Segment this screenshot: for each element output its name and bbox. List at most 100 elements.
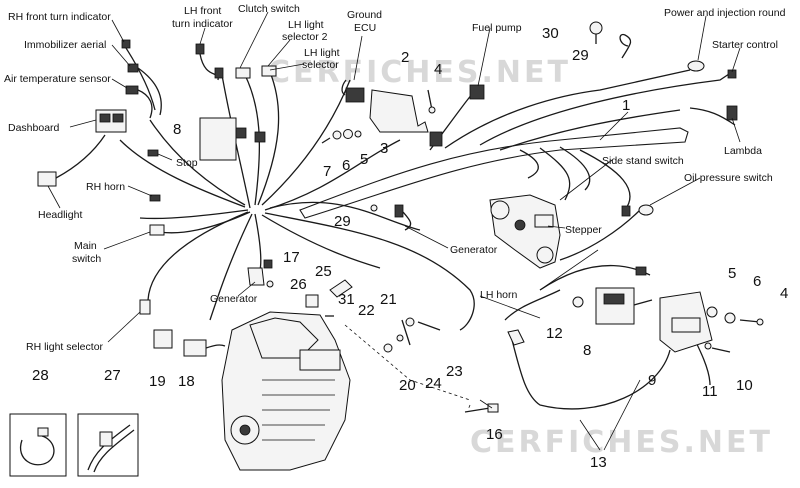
part-16-spark-plug xyxy=(464,403,499,413)
part-number-5-center: 5 xyxy=(360,151,368,168)
part-number-7: 7 xyxy=(323,163,331,180)
part-number-2: 2 xyxy=(401,49,409,66)
dashboard-unit xyxy=(95,109,127,133)
part-number-9: 9 xyxy=(648,372,656,389)
label-main-switch-line2: switch xyxy=(72,253,101,265)
parts-5-6-4-right-hardware xyxy=(706,306,764,326)
part-2-ecu-bracket xyxy=(369,89,429,133)
label-main-switch-line1: Main xyxy=(74,240,97,252)
label-stepper: Stepper xyxy=(565,224,602,236)
part-number-1: 1 xyxy=(622,97,630,114)
part-number-13: 13 xyxy=(590,454,607,471)
label-stop: Stop xyxy=(176,157,198,169)
part-number-29-upper: 29 xyxy=(572,47,589,64)
part-19-block xyxy=(153,329,173,349)
label-immobilizer-aerial: Immobilizer aerial xyxy=(24,39,106,51)
label-side-stand-switch: Side stand switch xyxy=(602,155,684,167)
rh-horn-connector xyxy=(149,194,161,202)
part-number-28: 28 xyxy=(32,367,49,384)
main-harness xyxy=(119,69,736,331)
label-lh-light-selector-line2: selector xyxy=(302,59,339,71)
label-air-temperature-sensor: Air temperature sensor xyxy=(4,73,111,85)
label-rh-front-turn-indicator: RH front turn indicator xyxy=(8,11,111,23)
label-headlight: Headlight xyxy=(38,209,82,221)
part-number-26: 26 xyxy=(290,276,307,293)
lh-front-turn-indicator-connector xyxy=(195,43,224,81)
label-lh-light-selector-2-line1: LH light xyxy=(288,19,324,31)
part-29-clip-mid xyxy=(370,204,378,212)
label-lh-front-turn-line2: turn indicator xyxy=(172,18,233,30)
part-number-25: 25 xyxy=(315,263,332,280)
rh-front-turn-indicator-connector xyxy=(121,39,156,111)
headlight-connector xyxy=(37,134,106,187)
label-oil-pressure-switch: Oil pressure switch xyxy=(684,172,773,184)
label-rh-horn: RH horn xyxy=(86,181,125,193)
label-ground-ecu-line1: Ground xyxy=(347,9,382,21)
part-number-22: 22 xyxy=(358,302,375,319)
part-4-screw-center xyxy=(427,89,436,114)
label-rh-light-selector: RH light selector xyxy=(26,341,104,353)
label-lh-light-selector-2-line2: selector 2 xyxy=(282,31,328,43)
power-injection-connector xyxy=(687,60,705,72)
part-number-5-right: 5 xyxy=(728,265,736,282)
part-number-29-mid: 29 xyxy=(334,213,351,230)
part-number-6-right: 6 xyxy=(753,273,761,290)
main-switch-connector xyxy=(149,224,165,236)
part-18-connector xyxy=(183,339,226,357)
lh-light-selector-2-connector xyxy=(261,65,277,77)
label-generator-mid: Generator xyxy=(450,244,498,256)
lambda-connector xyxy=(726,105,738,121)
part-7-bolt-center xyxy=(321,137,331,144)
ground-ecu-connector xyxy=(341,79,365,103)
watermark-bottom: CERFICHES.NET xyxy=(470,425,773,460)
parts-20-24-hardware xyxy=(383,317,441,353)
label-lambda: Lambda xyxy=(724,145,762,157)
part-number-8-left: 8 xyxy=(173,121,181,138)
engine-block xyxy=(221,311,351,471)
part-number-4-center: 4 xyxy=(434,61,442,78)
part-number-12: 12 xyxy=(546,325,563,342)
part-25-sensor xyxy=(329,279,353,298)
part-number-16: 16 xyxy=(486,426,503,443)
part-17-bracket xyxy=(247,259,274,288)
oil-pressure-switch-connector xyxy=(638,204,654,216)
watermark-top: CERFICHES.NET xyxy=(268,55,571,90)
part-number-18: 18 xyxy=(178,373,195,390)
part-26-connector xyxy=(305,294,319,308)
part-8-relay-left xyxy=(199,117,266,161)
label-ground-ecu-line2: ECU xyxy=(354,22,376,34)
part-9-bracket xyxy=(659,291,713,353)
starter-control-connector xyxy=(727,69,737,79)
part-27-strap-box xyxy=(77,413,139,477)
label-generator-left: Generator xyxy=(210,293,258,305)
part-number-10: 10 xyxy=(736,377,753,394)
part-8-ignition-coil xyxy=(595,287,653,325)
label-fuel-pump: Fuel pump xyxy=(472,22,522,34)
part-number-30: 30 xyxy=(542,25,559,42)
rh-light-selector-connector xyxy=(139,299,151,315)
part-number-4-right: 4 xyxy=(780,285,788,302)
label-starter-control: Starter control xyxy=(712,39,778,51)
label-lh-light-selector-line1: LH light xyxy=(304,47,340,59)
part-number-8-right: 8 xyxy=(583,342,591,359)
part-number-11: 11 xyxy=(702,383,718,400)
part-29-clip-upper xyxy=(619,33,632,59)
part-number-3: 3 xyxy=(380,140,388,157)
throttle-body-stepper xyxy=(489,194,561,269)
part-number-23: 23 xyxy=(446,363,463,380)
fuel-pump-connector xyxy=(469,84,485,100)
part-28-cable-tie-box xyxy=(9,413,67,477)
label-dashboard: Dashboard xyxy=(8,122,60,134)
part-12-washer xyxy=(572,296,584,308)
label-lh-horn: LH horn xyxy=(480,289,518,301)
generator-connector-mid xyxy=(394,204,412,231)
part-number-20: 20 xyxy=(399,377,416,394)
label-power-injection-round: Power and injection round xyxy=(664,7,786,19)
part-number-31: 31 xyxy=(338,291,355,308)
part-number-24: 24 xyxy=(425,375,442,392)
part-number-19: 19 xyxy=(149,373,166,390)
side-connector-436 xyxy=(429,131,443,147)
part-number-17: 17 xyxy=(283,249,300,266)
parts-10-11-right-hardware xyxy=(704,342,731,353)
